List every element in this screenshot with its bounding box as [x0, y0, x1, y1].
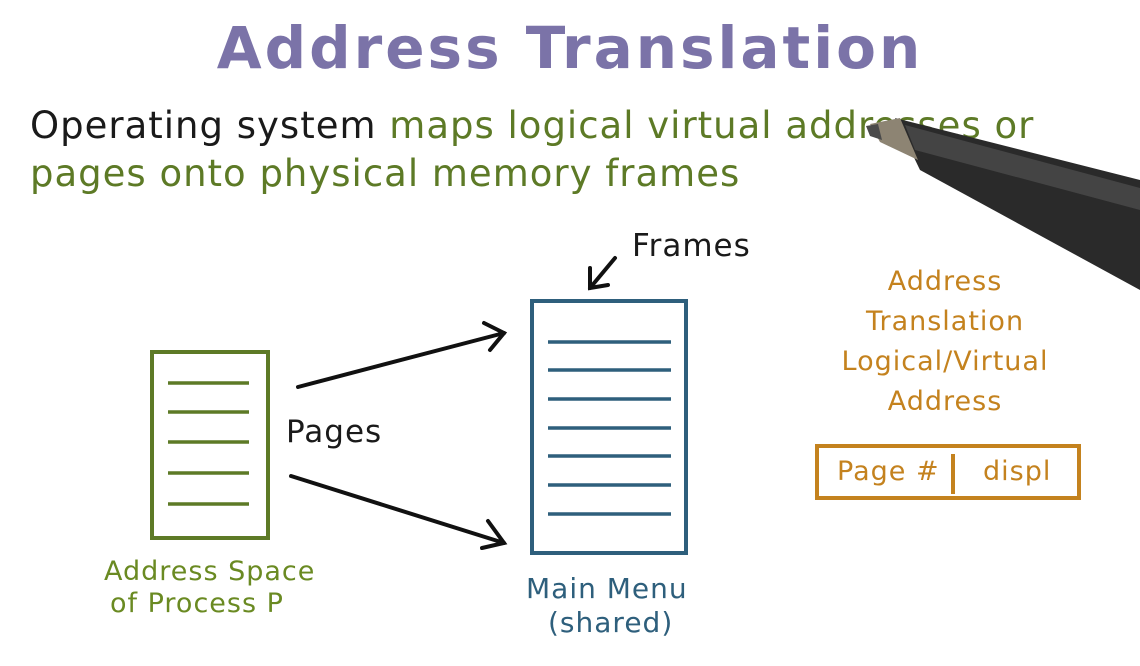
address-format-box: Page # displ	[815, 444, 1081, 500]
address-space-label-line2: of Process P	[110, 588, 284, 619]
lower-arrow	[289, 474, 508, 550]
upper-arrow	[296, 321, 508, 389]
main-memory-label-line1: Main Menu	[526, 572, 688, 605]
displacement-field: displ	[983, 456, 1052, 487]
pages-label: Pages	[286, 414, 383, 450]
diagram-title: Address Translation	[216, 14, 924, 82]
field-separator	[951, 454, 955, 494]
address-info-line1: Address	[887, 266, 1003, 297]
frames-arrow	[588, 256, 617, 291]
main-memory-frame-lines	[548, 340, 671, 516]
address-info-line4: Address	[887, 386, 1003, 417]
subtitle-black-text: Operating system	[30, 104, 377, 147]
page-number-field: Page #	[837, 456, 940, 487]
address-space-label-line1: Address Space	[104, 556, 316, 587]
main-memory-box	[530, 299, 688, 555]
address-info-line2: Translation	[865, 306, 1025, 337]
pen-image	[866, 118, 1140, 290]
main-memory-label-line2: (shared)	[548, 606, 674, 639]
address-info-line3: Logical/Virtual	[841, 346, 1049, 377]
address-space-page-lines	[168, 381, 249, 506]
frames-label: Frames	[632, 228, 751, 264]
address-space-box	[150, 350, 270, 540]
